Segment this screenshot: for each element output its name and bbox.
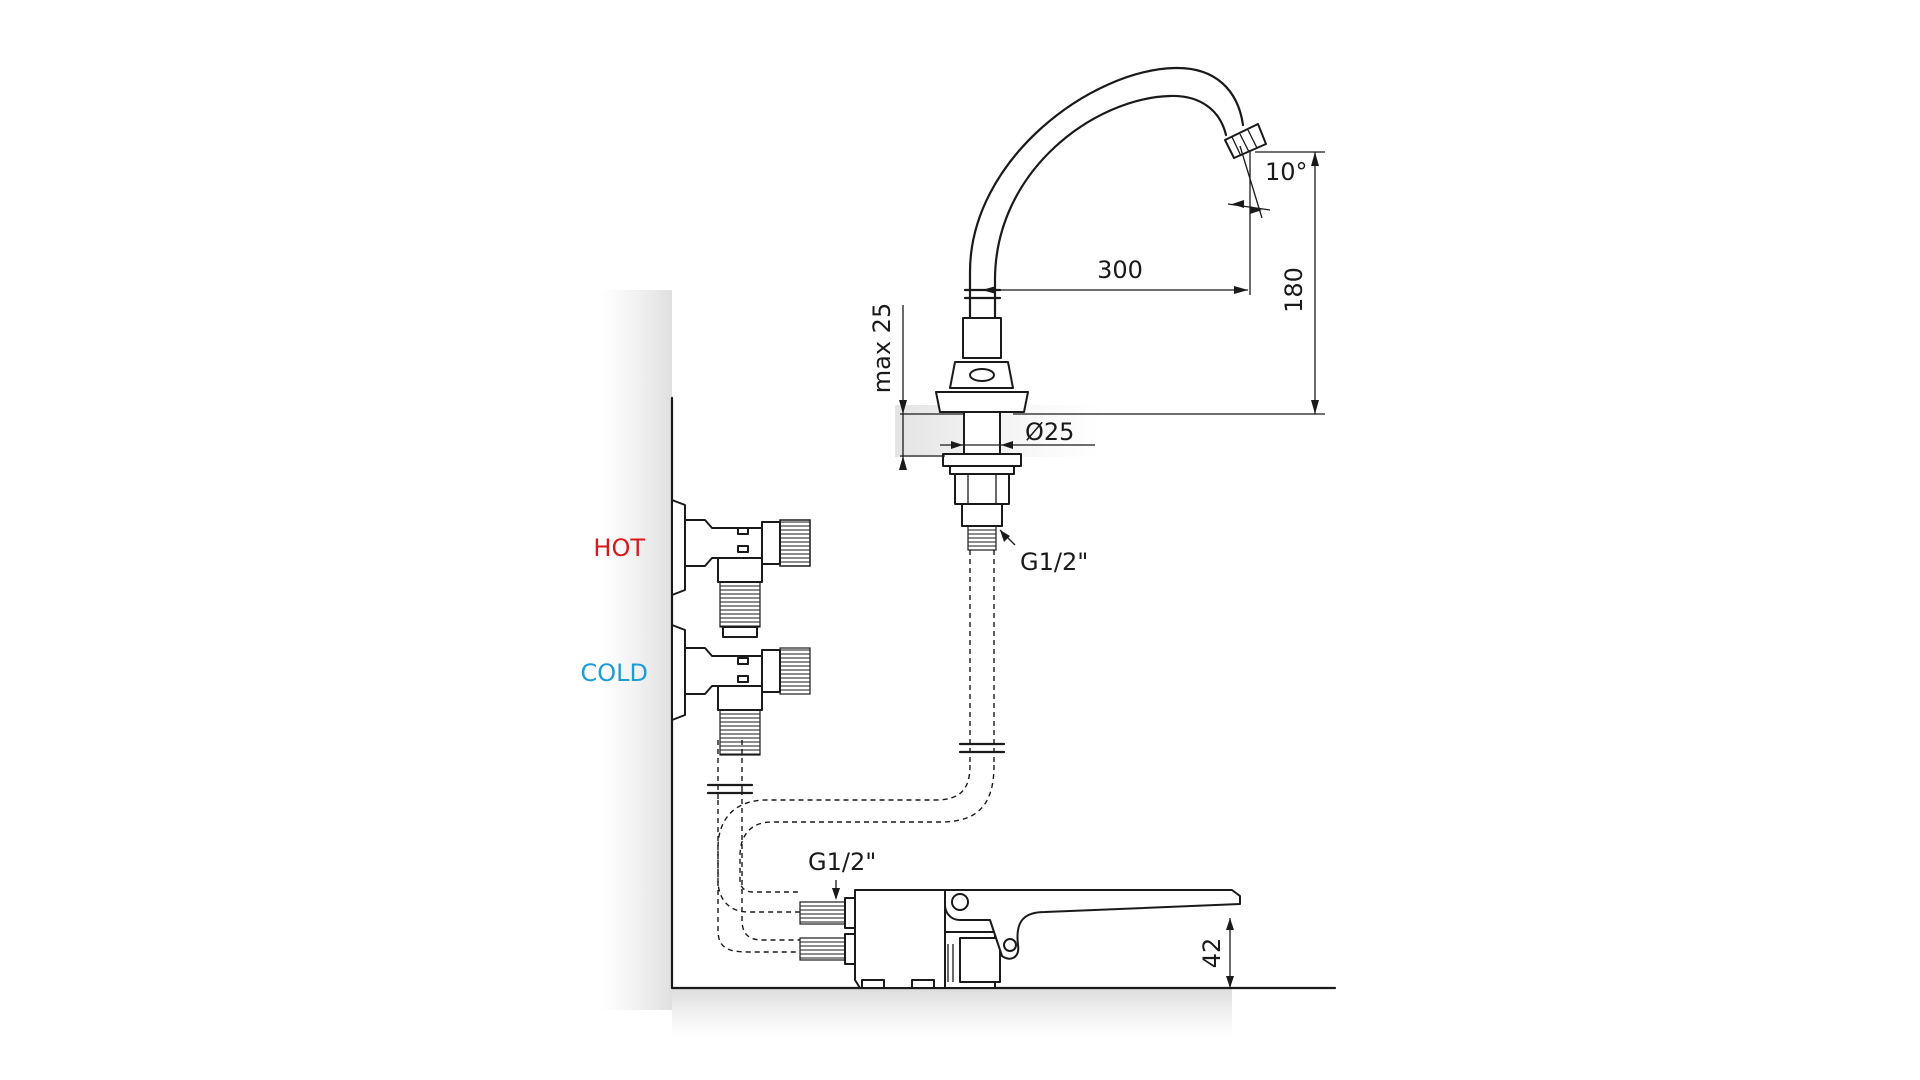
thread-pedal-label: G1/2" [808,848,876,876]
dimension-height: 180 [1013,151,1325,415]
pedal-valve [799,889,1241,989]
hot-wall-valve [671,499,811,638]
reach-label: 300 [1097,256,1143,284]
hole-diameter-label: Ø25 [1025,418,1074,446]
height-label: 180 [1280,267,1308,313]
cold-wall-valve [671,624,811,756]
dimension-angle: 10° [1227,145,1308,219]
angle-label: 10° [1265,158,1308,186]
cold-label: COLD [581,659,649,687]
spout [963,66,1267,320]
pedal-height-label: 42 [1198,938,1226,969]
dimension-hole-diameter: Ø25 [940,418,1095,449]
dimension-max-thickness: max 25 [868,303,965,470]
max-thickness-label: max 25 [868,303,896,393]
thread-callout-pedal: G1/2" [808,848,876,900]
wall-and-floor [600,290,1337,1038]
thread-callout-top: G1/2" [999,529,1088,576]
thread-top-label: G1/2" [1020,548,1088,576]
dimension-reach: 300 [982,150,1251,295]
dimension-pedal-height: 42 [1198,918,1234,988]
flexible-hoses [706,550,1006,953]
faucet-body [935,317,1029,551]
hot-label: HOT [593,534,645,562]
